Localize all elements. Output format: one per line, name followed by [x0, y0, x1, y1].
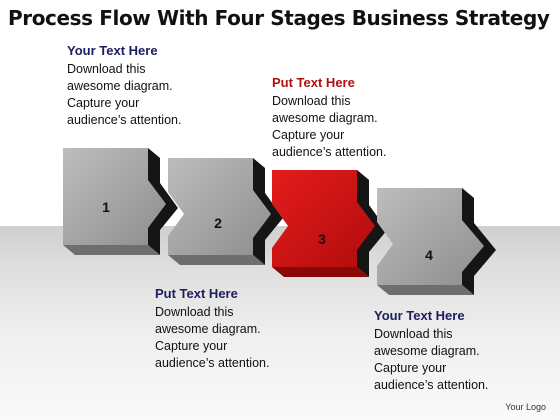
logo-text: Your Logo [505, 402, 546, 412]
piece-2-front [168, 158, 271, 255]
puzzle-piece-1 [63, 148, 178, 255]
piece-2-bottom [168, 255, 265, 265]
stage-label-3: 3 [318, 231, 326, 247]
stage-label-2: 2 [214, 215, 222, 231]
page-title: Process Flow With Four Stages Business S… [8, 6, 550, 30]
text-block-3: Put Text Here Download this awesome diag… [155, 285, 269, 372]
text-block-3-heading: Put Text Here [155, 286, 238, 301]
text-block-3-body: Download this awesome diagram. Capture y… [155, 305, 270, 370]
stage-label-4: 4 [425, 247, 433, 263]
text-block-4: Your Text Here Download this awesome dia… [374, 307, 488, 394]
stage-label-1: 1 [102, 199, 110, 215]
piece-1-bottom [63, 245, 160, 255]
text-block-2-heading: Put Text Here [272, 75, 355, 90]
text-block-1: Your Text Here Download this awesome dia… [67, 42, 181, 129]
puzzle-piece-4 [377, 188, 496, 295]
text-block-2-body: Download this awesome diagram. Capture y… [272, 94, 387, 159]
piece-3-bottom [272, 267, 369, 277]
piece-4-bottom [377, 285, 474, 295]
text-block-4-heading: Your Text Here [374, 308, 465, 323]
text-block-4-body: Download this awesome diagram. Capture y… [374, 327, 489, 392]
text-block-2: Put Text Here Download this awesome diag… [272, 74, 386, 161]
text-block-1-body: Download this awesome diagram. Capture y… [67, 62, 182, 127]
piece-4-front [377, 188, 484, 285]
piece-1-front [63, 148, 166, 245]
piece-3-front [272, 170, 375, 267]
puzzle-piece-2 [168, 158, 283, 265]
text-block-1-heading: Your Text Here [67, 43, 158, 58]
puzzle-piece-3 [272, 170, 387, 277]
